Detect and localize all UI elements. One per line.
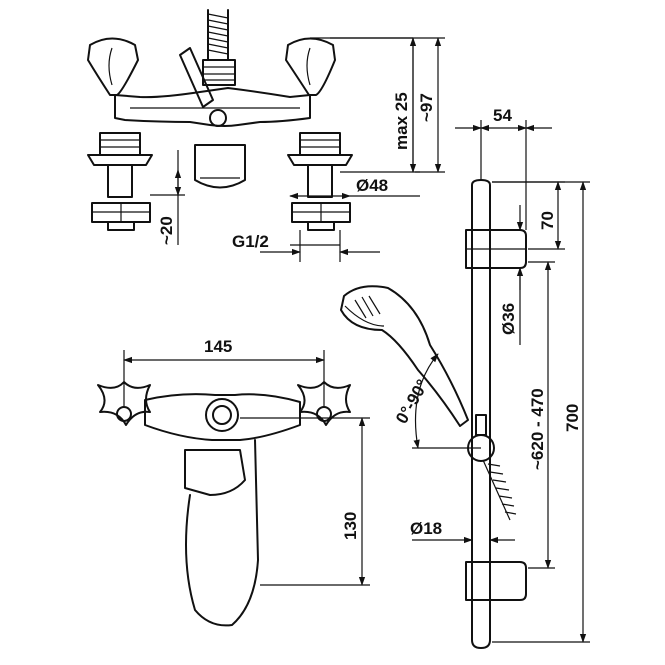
label-70: 70 — [538, 211, 557, 230]
label-54: 54 — [493, 106, 512, 125]
label-dia48: Ø48 — [356, 176, 388, 195]
faucet-front-view — [87, 9, 353, 231]
label-max25: max 25 — [392, 92, 411, 150]
label-approx20: ~20 — [157, 216, 176, 245]
label-approx97: ~97 — [417, 93, 436, 122]
label-dia36: Ø36 — [499, 303, 518, 335]
label-angle: 0°-90° — [392, 376, 432, 427]
label-130: 130 — [341, 512, 360, 540]
label-dia18: Ø18 — [410, 519, 442, 538]
label-range-620-470: ~620 - 470 — [528, 388, 547, 470]
dimension-labels: max 25 ~97 54 70 Ø48 ~20 G1/2 Ø36 145 0°… — [157, 92, 582, 540]
dimension-lines — [123, 37, 590, 643]
label-g12: G1/2 — [232, 232, 269, 251]
label-700: 700 — [563, 404, 582, 432]
label-145: 145 — [204, 337, 232, 356]
shower-rail — [340, 179, 527, 649]
